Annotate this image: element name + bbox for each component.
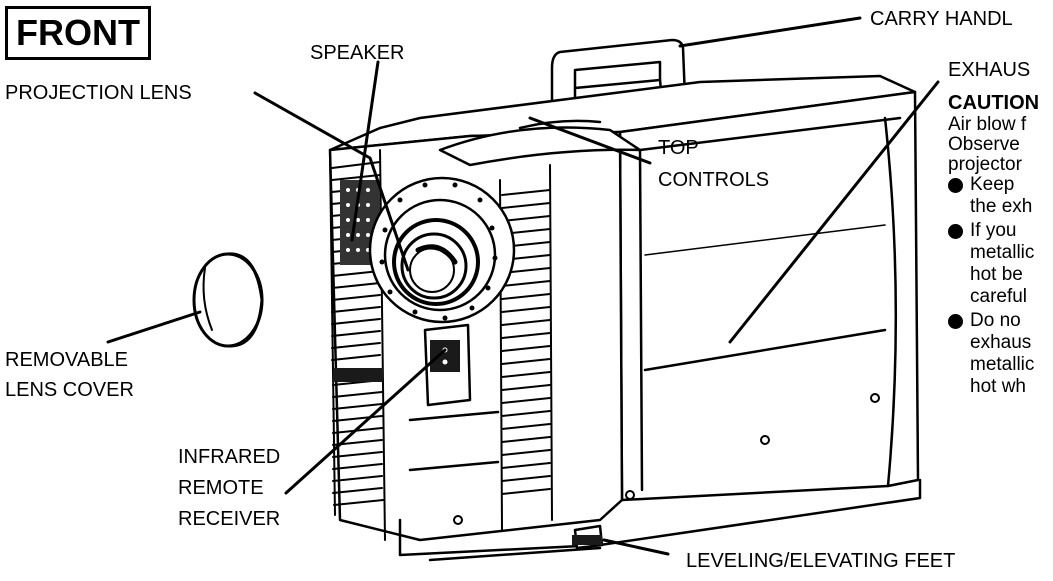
caution-bullet-2-line4: careful bbox=[970, 286, 1028, 307]
exhaust-label: EXHAUS bbox=[948, 59, 1031, 81]
leveling-feet-label: LEVELING/ELEVATING FEET bbox=[686, 550, 956, 572]
caution-bullet-1-line2: the exh bbox=[970, 196, 1033, 217]
bullet-icon bbox=[948, 314, 963, 329]
leveling-feet-drawing bbox=[572, 524, 604, 550]
page-title: FRONT bbox=[5, 6, 151, 60]
speaker-leader bbox=[350, 60, 380, 242]
feet-leader bbox=[602, 538, 670, 556]
projection-lens-leader bbox=[253, 91, 410, 272]
removable-lens-cover-drawing bbox=[192, 252, 264, 348]
caution-block: CAUTION Air blow f Observe projector Kee… bbox=[948, 92, 1053, 492]
carry-handle-leader bbox=[678, 16, 862, 48]
ir-receiver-leader bbox=[284, 348, 447, 495]
caution-bullet-3-line1: Do no bbox=[970, 310, 1021, 331]
bullet-icon bbox=[948, 224, 963, 239]
exhaust-leader bbox=[728, 80, 940, 344]
bullet-icon bbox=[948, 178, 963, 193]
ir-receiver-label-line1: INFRARED bbox=[178, 446, 281, 468]
caution-bullet-2-line2: metallic bbox=[970, 242, 1035, 263]
caution-bullet-3-line4: hot wh bbox=[970, 376, 1026, 397]
ir-receiver-label-line2: REMOTE bbox=[178, 477, 264, 499]
top-controls-leader bbox=[528, 116, 652, 165]
caution-intro-2: Observe bbox=[948, 134, 1020, 155]
screw-details bbox=[453, 393, 880, 525]
lens-cover-label-line1: REMOVABLE bbox=[5, 349, 128, 371]
lens-cover-leader bbox=[106, 310, 202, 344]
caution-bullet-2-line3: hot be bbox=[970, 264, 1023, 285]
leader-lines bbox=[106, 16, 940, 556]
carry-handle-label: CARRY HANDL bbox=[870, 8, 1013, 30]
caution-bullet-1-line1: Keep bbox=[970, 174, 1015, 195]
top-controls-label-line2: CONTROLS bbox=[658, 169, 770, 191]
speaker-label: SPEAKER bbox=[310, 42, 405, 64]
caution-bullet-3-line2: exhaus bbox=[970, 332, 1032, 353]
caution-intro-3: projector bbox=[948, 154, 1022, 175]
lens-cover-label-line2: LENS COVER bbox=[5, 379, 134, 401]
caution-bullet-2-line1: If you bbox=[970, 220, 1017, 241]
projection-lens-drawing bbox=[368, 176, 516, 324]
ir-receiver-drawing bbox=[408, 323, 500, 472]
projection-lens-label: PROJECTION LENS bbox=[5, 82, 192, 104]
caution-intro-1: Air blow f bbox=[948, 114, 1027, 135]
ir-receiver-label-line3: RECEIVER bbox=[178, 508, 281, 530]
caution-title: CAUTION bbox=[948, 92, 1040, 114]
caution-bullet-3-line3: metallic bbox=[970, 354, 1035, 375]
top-controls-label-line1: TOP bbox=[658, 137, 699, 159]
